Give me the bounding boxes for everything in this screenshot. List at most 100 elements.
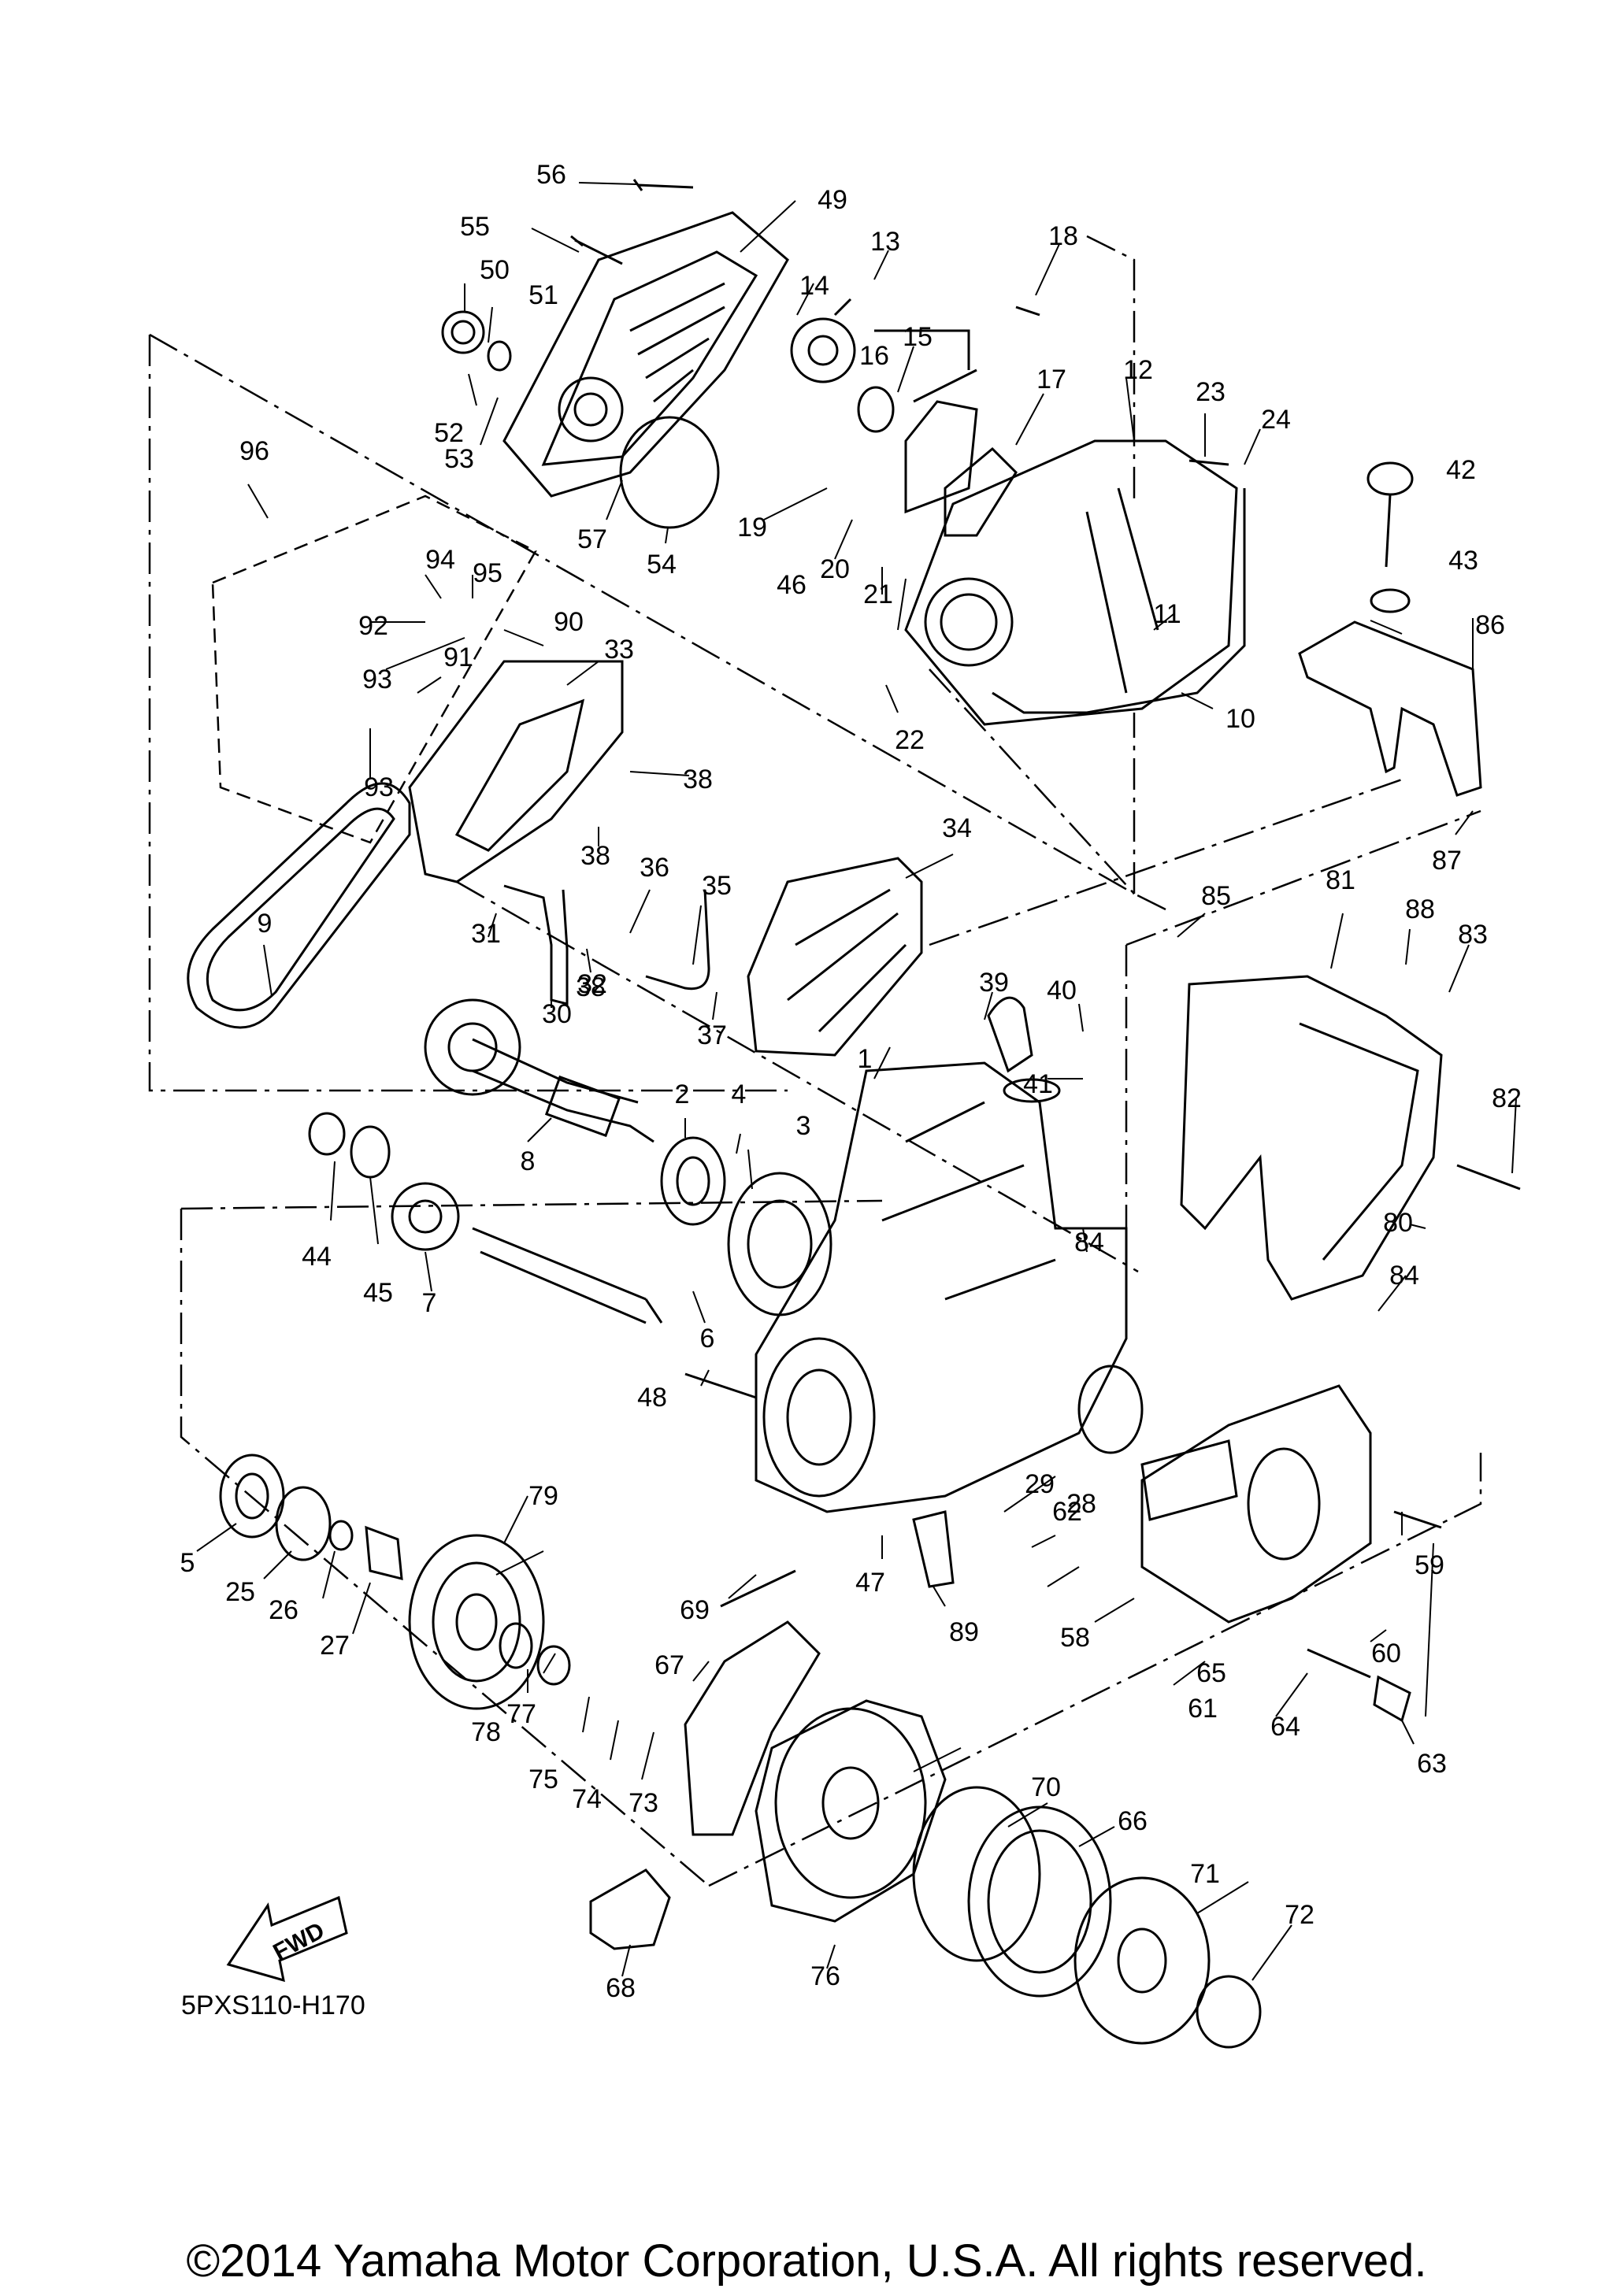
gasket-34 [747,857,923,1057]
callout-39: 39 [979,968,1009,998]
callout-38: 38 [576,972,606,1002]
callout-29: 29 [1025,1469,1055,1499]
o-ring-51 [487,340,512,372]
callout-79: 79 [528,1481,558,1511]
cap-50 [441,310,485,354]
callout-40: 40 [1047,976,1077,1005]
copyright-notice: ©2014 Yamaha Motor Corporation, U.S.A. A… [186,2235,1427,2287]
callout-45: 45 [363,1278,393,1308]
o-ring-54 [619,416,720,529]
bolt-48 [684,1372,757,1399]
callout-76: 76 [810,1961,840,1991]
callout-41: 41 [1023,1069,1053,1099]
callout-69: 69 [680,1595,710,1625]
callout-25: 25 [225,1577,255,1607]
callout-88: 88 [1405,894,1435,924]
fwd-arrow [226,1895,348,1983]
nut-79 [536,1645,571,1686]
rear-housing [1140,1384,1372,1624]
callout-10: 10 [1226,704,1255,734]
collar-39 [987,996,1033,1073]
sleeve-64 [1373,1675,1411,1723]
callout-90: 90 [554,607,584,637]
washer-45 [350,1125,391,1179]
callout-13: 13 [870,227,900,257]
callout-61: 61 [1188,1694,1218,1724]
callout-23: 23 [1196,377,1226,407]
callout-74: 74 [572,1784,602,1814]
o-ring-40 [1003,1078,1061,1103]
callout-80: 80 [1383,1208,1413,1238]
callout-85: 85 [1201,881,1231,911]
crankcase-cover-12 [904,439,1246,726]
breather-30 [503,884,569,1005]
callout-1: 1 [857,1044,873,1074]
cover-81 [1180,975,1443,1301]
callout-67: 67 [654,1650,684,1680]
callout-54: 54 [647,550,677,580]
callout-8: 8 [520,1146,536,1176]
belt-9 [187,782,411,1029]
callout-91: 91 [443,643,473,672]
callout-31: 31 [471,919,501,949]
pipe-35 [645,889,710,991]
callout-70: 70 [1031,1772,1061,1802]
callout-24: 24 [1261,405,1291,435]
bolt-23 [1188,459,1229,466]
callout-6: 6 [699,1324,715,1354]
plate-72 [1073,1876,1211,2045]
bolt-55 [570,235,623,265]
callout-27: 27 [320,1631,350,1661]
fwd-label: FWD [269,1917,329,1965]
callout-57: 57 [577,524,607,554]
callout-78: 78 [471,1717,501,1747]
callout-21: 21 [863,580,893,609]
bolt-56 [632,179,694,191]
callout-42: 42 [1446,455,1476,485]
collar-27 [365,1525,403,1580]
callout-71: 71 [1190,1859,1220,1889]
leader-lines [196,182,1517,1981]
callout-9: 9 [257,909,273,939]
callout-3: 3 [795,1111,811,1141]
callout-84: 84 [1389,1261,1419,1291]
callout-38: 38 [580,841,610,871]
clip-90 [912,1510,955,1588]
callout-32: 32 [577,969,607,999]
boundary-lines [148,235,1482,1887]
callout-53: 53 [444,444,474,474]
callout-52: 52 [434,418,464,448]
bearing-2 [660,1136,726,1226]
callout-92: 92 [358,611,388,641]
callout-68: 68 [606,1973,636,2003]
shaft-7 [391,1182,663,1324]
callout-84: 84 [1074,1228,1104,1257]
callout-62: 62 [1052,1497,1082,1527]
main-case-1 [755,1061,1144,1513]
group-box-91 [211,494,537,844]
callout-63: 63 [1417,1749,1447,1779]
callout-35: 35 [702,871,732,901]
nut-44 [308,1112,346,1156]
callout-49: 49 [818,185,847,215]
callout-51: 51 [528,280,558,310]
callout-33: 33 [604,635,634,665]
callout-14: 14 [799,271,829,301]
callout-2: 2 [674,1079,690,1109]
cover-33 [408,660,624,883]
callout-26: 26 [269,1595,298,1625]
callout-55: 55 [460,212,490,242]
callout-18: 18 [1048,221,1078,251]
washer-80 [499,1622,533,1669]
callout-77: 77 [506,1699,536,1729]
callout-95: 95 [473,558,502,588]
callout-46: 46 [777,570,806,600]
callout-15: 15 [903,322,933,352]
callout-96: 96 [239,436,269,466]
callout-66: 66 [1118,1806,1148,1836]
callout-11: 11 [1153,599,1181,629]
callout-65: 65 [1196,1658,1226,1688]
callout-12: 12 [1123,355,1153,385]
